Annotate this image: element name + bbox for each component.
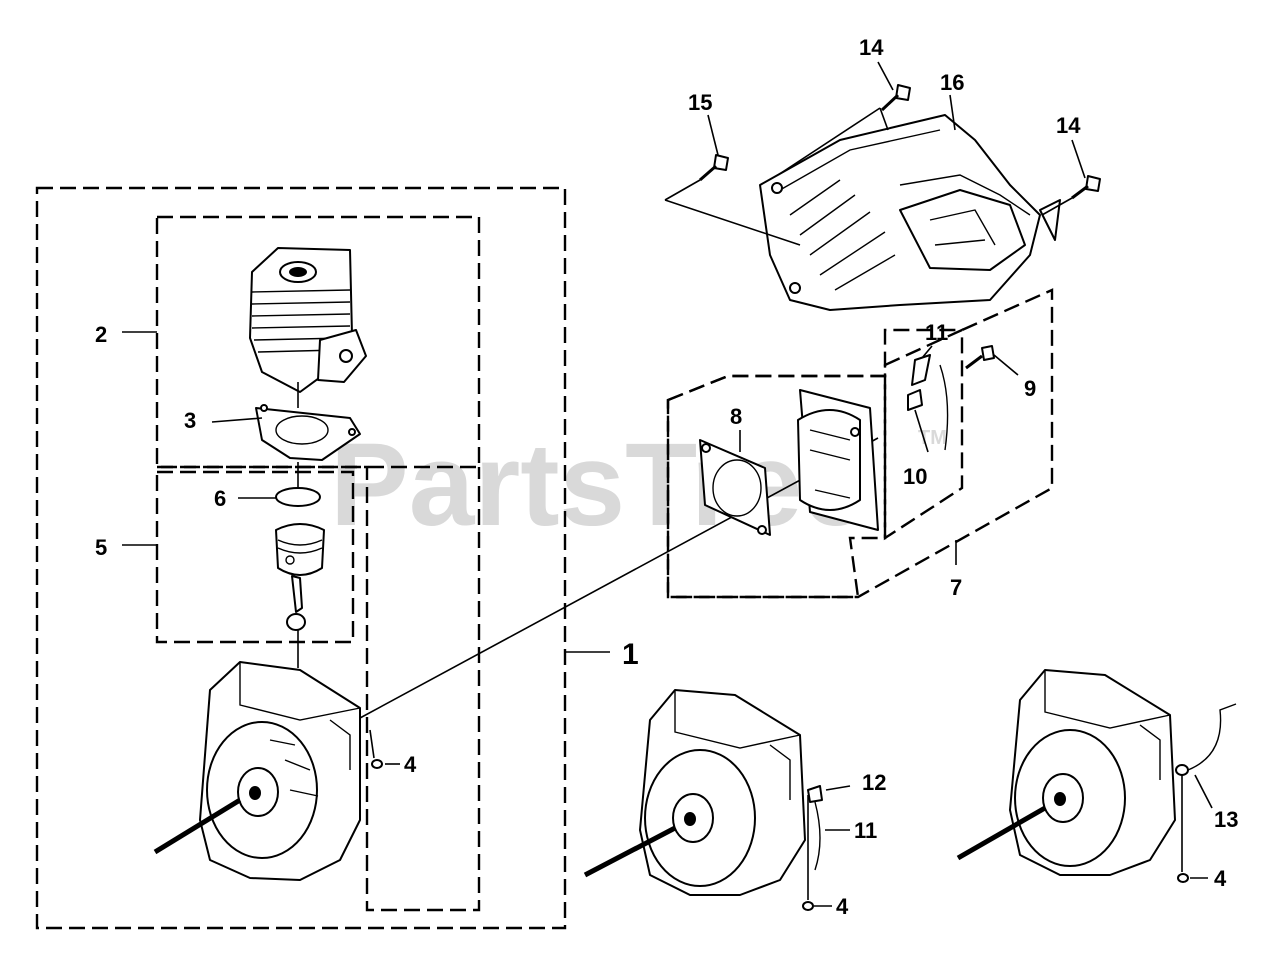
callout-9: 9 (1024, 376, 1036, 401)
leader-screw-4a (369, 729, 375, 759)
leader-3 (211, 417, 263, 423)
leader-14-label-right (1071, 139, 1086, 179)
cylinder-gasket (255, 404, 361, 461)
crankcase-main (153, 661, 361, 881)
callout-2: 2 (95, 322, 107, 347)
spark-screen (907, 354, 949, 453)
callout-10: 10 (903, 464, 927, 489)
piston-assembly (275, 523, 325, 631)
crankcase-variant-middle (583, 689, 806, 896)
leader-14-right (1041, 197, 1073, 216)
callout-8: 8 (730, 404, 742, 429)
crankcase-variant-right (956, 669, 1176, 876)
wire-terminal-12 (802, 785, 823, 911)
engine-cover (759, 114, 1061, 311)
screw-14-top (880, 84, 911, 112)
muffler (797, 389, 879, 531)
screw-15 (699, 154, 729, 182)
screw-14-right (1071, 175, 1101, 200)
muffler-gasket (699, 439, 771, 536)
cylinder (249, 247, 367, 393)
callout-4-middle: 4 (836, 894, 849, 919)
callout-4-right: 4 (1214, 866, 1227, 891)
watermark-text: PartsTree (330, 419, 868, 551)
leader-15-a (664, 179, 701, 201)
callout-5: 5 (95, 535, 107, 560)
leader-14-top-a (777, 107, 881, 176)
assembly-box-10 (883, 328, 964, 541)
callout-14-top: 14 (859, 35, 884, 60)
callout-7: 7 (950, 575, 962, 600)
watermark-trademark: TM (918, 427, 947, 449)
assembly-box-2 (155, 215, 481, 469)
callout-11-top: 11 (925, 320, 948, 345)
callout-14-right: 14 (1056, 113, 1081, 138)
leader-15-b (664, 199, 801, 246)
leader-14-top-b (879, 107, 889, 131)
leader-13 (1194, 774, 1213, 809)
assembly-box-crankcase (157, 465, 481, 912)
callout-16: 16 (940, 70, 964, 95)
callout-6: 6 (214, 486, 226, 511)
callout-12: 12 (862, 770, 886, 795)
screw-9 (965, 345, 995, 370)
leader-long (359, 437, 879, 719)
assembly-box-5 (155, 470, 355, 644)
callout-4-left: 4 (404, 752, 417, 777)
callout-13: 13 (1214, 807, 1238, 832)
assembly-box-7 (666, 288, 1054, 599)
leader-11a (921, 345, 933, 359)
leader-12 (825, 785, 851, 791)
leader-16 (949, 94, 956, 131)
callout-15: 15 (688, 90, 712, 115)
piston-ring (275, 487, 321, 507)
callout-3: 3 (184, 408, 196, 433)
leader-9 (993, 354, 1019, 376)
ground-wire-13 (1175, 703, 1237, 883)
leader-15-label (707, 114, 719, 156)
leader-14-label-top (877, 61, 894, 91)
callout-1: 1 (622, 638, 639, 671)
assembly-box-1 (35, 186, 567, 930)
screw-4a (371, 759, 383, 769)
callout-11-middle: 11 (854, 818, 877, 843)
